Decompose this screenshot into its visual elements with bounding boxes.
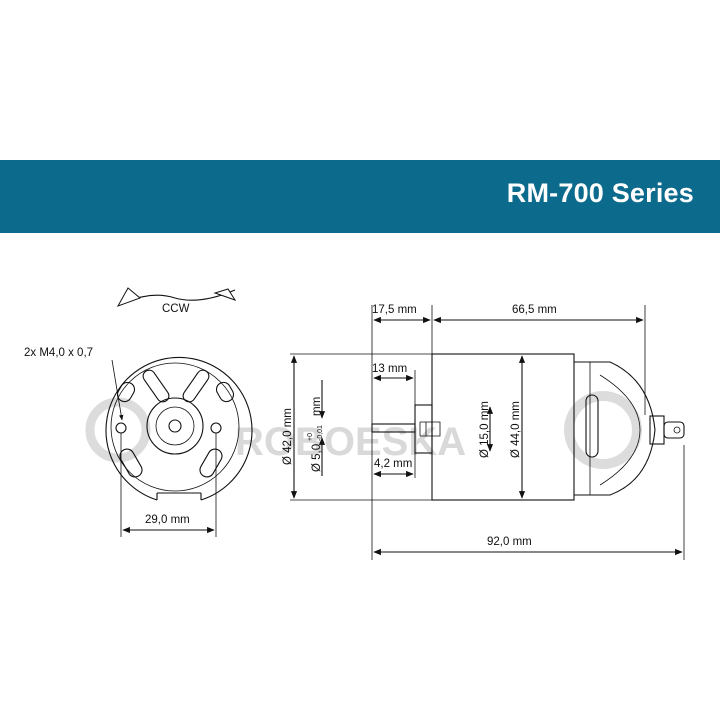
shaft-end (168, 419, 182, 433)
terminal-block (649, 415, 665, 445)
series-title: RM-700 Series (506, 178, 694, 208)
watermark-logo-left-icon (85, 397, 151, 463)
watermark-text: ROBOESKA (235, 420, 466, 464)
thread-label: 2x M4,0 x 0,7 (24, 347, 93, 359)
boss-diameter-label: Ø 15,0 mm (479, 401, 491, 458)
rear-vent (585, 394, 599, 458)
front-view: CCW 2x M4,0 x 0,7 29,0 mm (24, 287, 253, 537)
vent-slot-2 (182, 369, 210, 403)
mounting-hole-right (210, 422, 222, 434)
rotation-arrow-icon (116, 287, 141, 307)
boss-length-label: 13 mm (372, 363, 407, 375)
rotation-arrow-tail-icon (213, 288, 237, 301)
svg-text:mm: mm (311, 397, 323, 416)
side-view: 17,5 mm 66,5 mm 13 mm 4,2 mm 92,0 mm Ø 4… (282, 304, 685, 560)
vent-slot-1 (142, 369, 170, 403)
watermark: ROBOESKA (85, 391, 642, 469)
shaft-diameter-label: Ø 5,0 +0 -0,01 mm (307, 397, 324, 472)
terminal-tab (663, 421, 685, 439)
watermark-logo-icon (564, 391, 642, 469)
vent-slot-4 (199, 448, 223, 478)
endcap-inner-ring (110, 362, 240, 492)
can-length-label: 66,5 mm (512, 304, 557, 316)
svg-text:Ø 5,0: Ø 5,0 (311, 444, 323, 472)
total-length-label: 92,0 mm (487, 536, 532, 548)
endcap-outline (105, 356, 253, 501)
can-diameter-label: Ø 44,0 mm (510, 401, 522, 458)
hole-spacing-label: 29,0 mm (145, 514, 190, 526)
title-banner (0, 160, 720, 233)
shaft-extension-label: 17,5 mm (372, 304, 417, 316)
vent-slot-3 (119, 448, 143, 478)
rear-endbell (574, 361, 656, 496)
thread-leader (111, 359, 124, 421)
flat-length-label: 4,2 mm (374, 458, 412, 470)
svg-text:+0: +0 (307, 433, 314, 441)
mounting-hole-left (115, 422, 127, 434)
svg-text:-0,01: -0,01 (317, 425, 324, 441)
overall-diameter-label: Ø 42,0 mm (282, 408, 294, 465)
bearing-boss (146, 397, 204, 455)
rotation-label: CCW (162, 303, 190, 315)
